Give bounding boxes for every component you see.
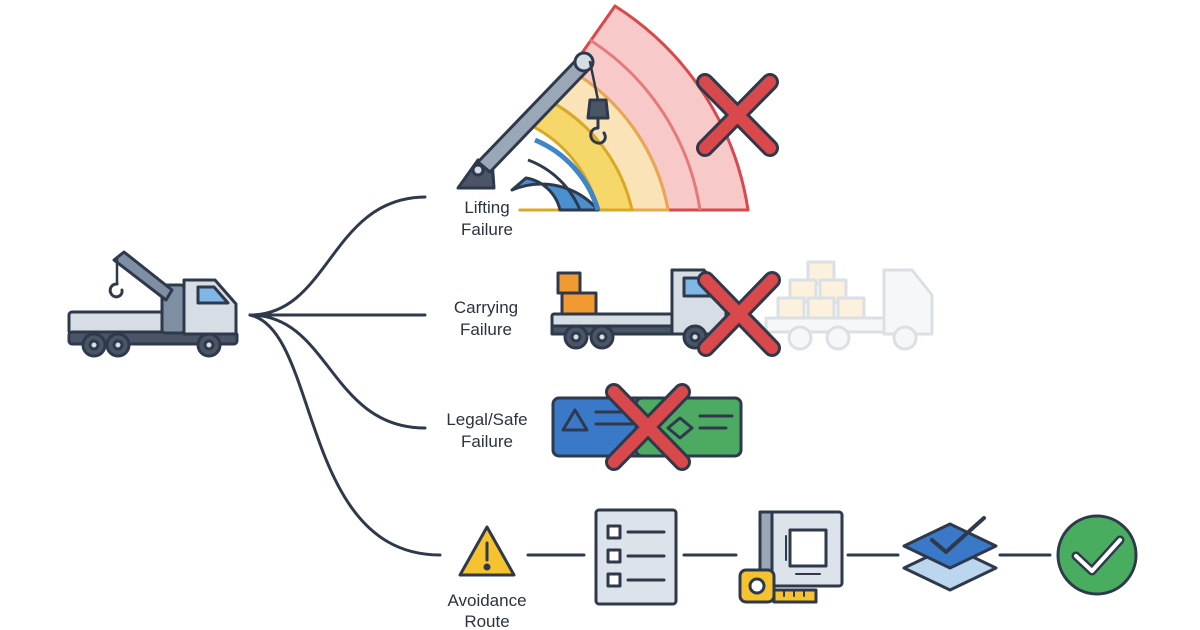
success-check-icon (1056, 514, 1138, 596)
label-lifting-line2: Failure (461, 220, 513, 239)
site-plan-measure-icon (738, 510, 844, 604)
layers-check-icon (902, 516, 998, 592)
branch-labels: Lifting Failure Carrying Failure Legal/S… (446, 198, 527, 630)
label-avoidance-line1: Avoidance (447, 591, 526, 610)
label-carrying-line2: Failure (460, 320, 512, 339)
checklist-icon (594, 508, 678, 606)
label-avoidance-line2: Route (464, 612, 509, 630)
red-x-icon (605, 383, 691, 471)
zone-blue-mid (527, 158, 582, 211)
red-x-icon (697, 271, 781, 357)
zone-blue-outer (534, 137, 601, 211)
connector-legal (248, 313, 427, 430)
connector-lifting (248, 195, 427, 317)
overloaded-truck-icon (550, 260, 934, 357)
connector-avoidance (248, 313, 442, 557)
zone-red-inner (589, 38, 702, 211)
warning-icon (458, 525, 516, 577)
crane-truck-icon (67, 250, 239, 358)
ghost-truck (764, 260, 934, 351)
label-lifting-line1: Lifting (464, 198, 509, 217)
label-legal-line1: Legal/Safe (446, 410, 527, 429)
branch-connectors (248, 195, 442, 557)
red-x-icon (696, 73, 779, 157)
label-carrying-line1: Carrying (454, 298, 518, 317)
label-legal-line2: Failure (461, 432, 513, 451)
crane-load-chart-icon (456, 4, 779, 212)
avoidance-route (458, 508, 1138, 606)
permit-card-icon (551, 383, 743, 471)
